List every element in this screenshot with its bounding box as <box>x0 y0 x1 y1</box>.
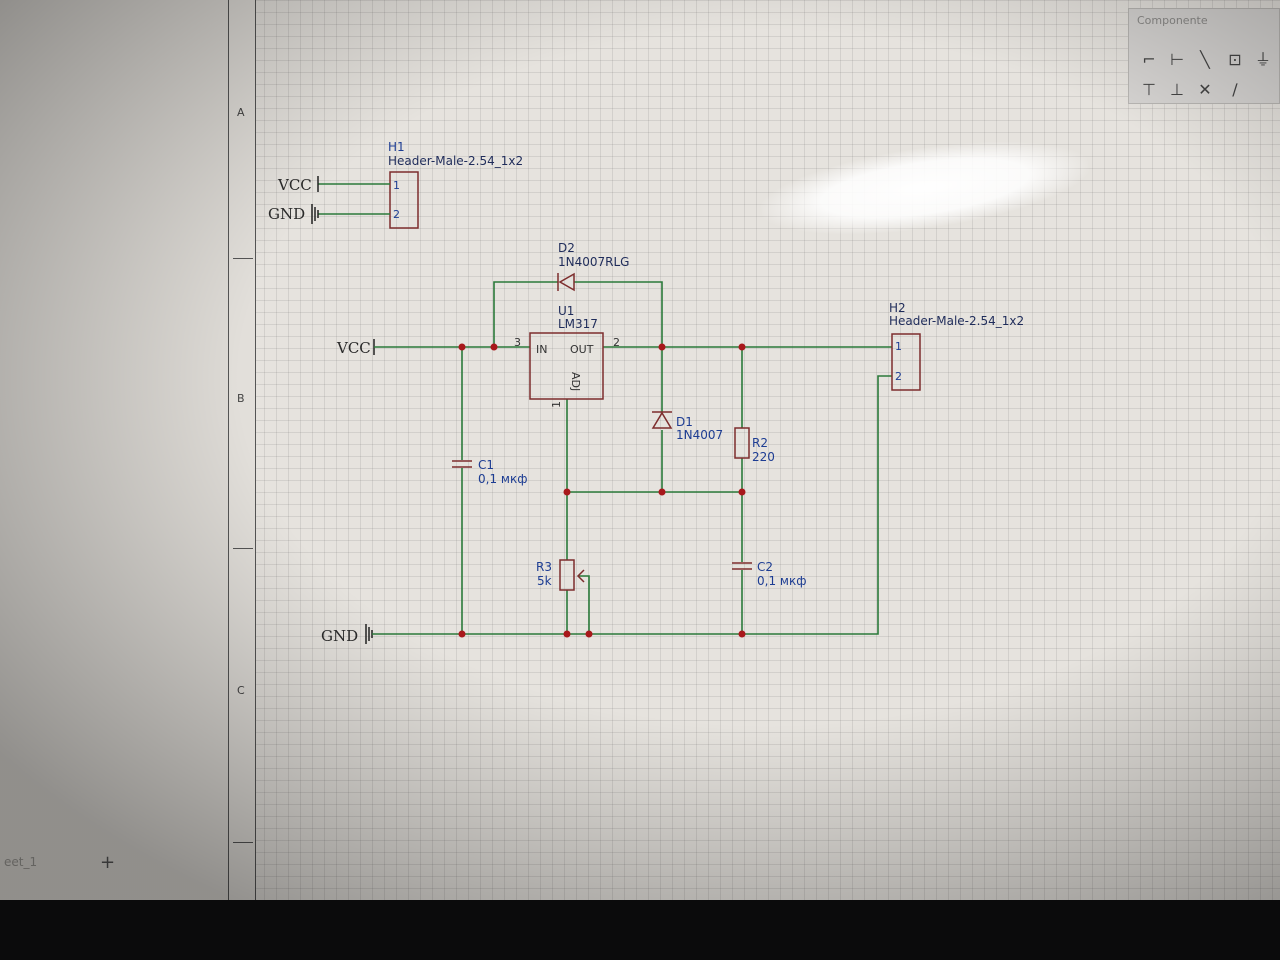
r3-value: 5k <box>537 574 552 588</box>
c2-capacitor[interactable]: C2 0,1 мкф <box>732 560 806 588</box>
h2-ref: H2 <box>889 301 906 315</box>
add-page-button[interactable]: + <box>100 852 116 873</box>
d2-value: 1N4007RLG <box>558 255 629 269</box>
d2-ref: D2 <box>558 241 575 255</box>
vcc-icon[interactable]: ⊤ <box>1142 80 1156 99</box>
u1-pin-in: IN <box>536 343 547 356</box>
page-tab[interactable]: eet_1 <box>4 855 38 869</box>
u1-pin-out: OUT <box>570 343 594 356</box>
u1-pin-3: 3 <box>514 336 521 349</box>
gnd-label: GND <box>268 205 305 223</box>
frame-divider <box>233 548 253 549</box>
frame-row-label: A <box>237 106 245 119</box>
h1-connector[interactable]: 1 2 H1 Header-Male-2.54_1x2 <box>388 140 523 229</box>
no-connect-icon[interactable]: ✕ <box>1198 80 1212 99</box>
vcc-label: VCC <box>336 339 371 357</box>
ground-icon[interactable]: ⏚ <box>1254 50 1271 69</box>
r2-resistor[interactable]: R2 220 <box>734 427 775 464</box>
bus-icon[interactable]: ⊢ <box>1170 50 1184 69</box>
u1-pin-1: 1 <box>550 401 563 408</box>
line-icon[interactable]: ╲ <box>1200 50 1210 69</box>
frame-divider <box>233 258 253 259</box>
d1-value: 1N4007 <box>676 428 723 442</box>
c2-ref: C2 <box>757 560 773 574</box>
gnd-port-main[interactable]: GND <box>321 624 373 645</box>
r2-ref: R2 <box>752 436 768 450</box>
u1-value: LM317 <box>558 317 598 331</box>
u1-pin-2: 2 <box>613 336 620 349</box>
d1-diode[interactable]: D1 1N4007 <box>651 411 723 442</box>
c1-ref: C1 <box>478 458 494 472</box>
d1-ref: D1 <box>676 415 693 429</box>
vcc-port-main[interactable]: VCC <box>336 339 375 357</box>
frame-row-label: C <box>237 684 245 697</box>
frame-row-label: B <box>237 392 245 405</box>
h2-pin-2: 2 <box>895 370 902 383</box>
vcc-label: VCC <box>277 176 312 194</box>
schematic-drawing: 1 2 H1 Header-Male-2.54_1x2 VCC GND VCC … <box>268 140 1024 645</box>
net-port-icon[interactable]: ⊡ <box>1228 50 1242 69</box>
h2-connector[interactable]: 1 2 H2 Header-Male-2.54_1x2 <box>889 301 1024 391</box>
h1-pin-2: 2 <box>393 208 400 221</box>
u1-ref: U1 <box>558 304 574 318</box>
h2-value: Header-Male-2.54_1x2 <box>889 314 1024 328</box>
u1-lm317[interactable]: IN OUT ADJ 3 2 1 U1 LM317 <box>514 304 620 408</box>
frame-divider <box>233 842 253 843</box>
r3-potentiometer[interactable]: R3 5k <box>536 559 585 591</box>
c1-value: 0,1 мкф <box>478 472 527 486</box>
c1-capacitor[interactable]: C1 0,1 мкф <box>452 458 527 486</box>
r3-ref: R3 <box>536 560 552 574</box>
u1-pin-adj: ADJ <box>569 372 582 391</box>
monitor-screen: eet_1 + A B C 1 2 H1 Header-Male-2.54_1x… <box>0 0 1280 900</box>
r2-value: 220 <box>752 450 775 464</box>
gnd-port-h1[interactable]: GND <box>268 204 319 224</box>
c2-value: 0,1 мкф <box>757 574 806 588</box>
h1-ref: H1 <box>388 140 405 154</box>
h2-pin-1: 1 <box>895 340 902 353</box>
schematic-canvas[interactable] <box>228 0 1280 900</box>
probe-icon[interactable]: ∕ <box>1232 80 1238 99</box>
left-panel: eet_1 + <box>0 0 228 900</box>
toolbox-title: Componente <box>1137 14 1208 27</box>
wire-icon[interactable]: ⌐ <box>1142 50 1156 69</box>
gnd-label: GND <box>321 627 358 645</box>
h1-value: Header-Male-2.54_1x2 <box>388 154 523 168</box>
h1-pin-1: 1 <box>393 179 400 192</box>
d2-diode[interactable]: D2 1N4007RLG <box>557 241 629 292</box>
net-flag-icon[interactable]: ⊥ <box>1170 80 1184 99</box>
sheet-frame-border: A B C <box>228 0 256 900</box>
components-toolbox: Componente ⌐ ⊢ ╲ ⊡ ⏚ ⊤ ⊥ ✕ ∕ <box>1128 8 1280 104</box>
junction-dots <box>458 343 746 638</box>
vcc-port-h1[interactable]: VCC <box>277 176 319 194</box>
